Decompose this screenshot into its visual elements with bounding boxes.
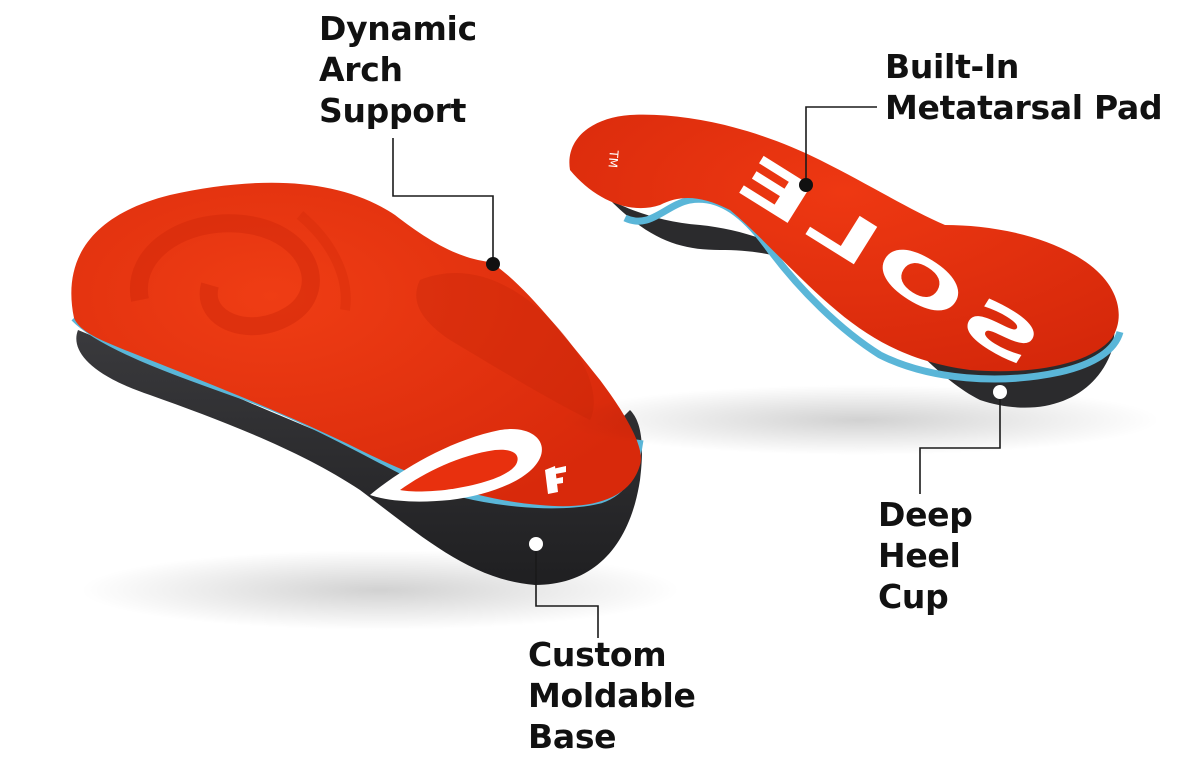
trademark-mark: TM xyxy=(605,149,621,169)
callout-heel-cup-line-3: Cup xyxy=(878,577,949,616)
leader-metatarsal-pad xyxy=(805,106,877,183)
right-insole-foam-edge xyxy=(623,195,1124,383)
callout-moldable-base-line-3: Base xyxy=(528,717,617,756)
callout-arch-support-line-2: Arch xyxy=(319,50,403,89)
left-insole-arch-shading xyxy=(416,273,594,420)
callout-dots xyxy=(486,178,1007,551)
dot-arch-support xyxy=(486,257,500,271)
callout-arch-support-line-1: Dynamic xyxy=(319,9,477,48)
dot-moldable-base xyxy=(529,537,543,551)
right-insole-base xyxy=(610,200,1115,408)
right-insole: SOLE TM xyxy=(560,114,1160,455)
callout-metatarsal-pad-line-1: Built-In xyxy=(885,47,1020,86)
callout-metatarsal-pad-line-2: Metatarsal Pad xyxy=(885,88,1163,127)
left-insole-swirl xyxy=(129,214,320,336)
callout-heel-cup-line-1: Deep xyxy=(878,495,973,534)
left-insole-top xyxy=(71,182,641,507)
dot-metatarsal-pad xyxy=(799,178,813,192)
callout-leaders xyxy=(392,106,1001,638)
leader-arch-support xyxy=(392,138,494,262)
callout-moldable-base-line-2: Moldable xyxy=(528,676,696,715)
left-insole-base xyxy=(76,330,642,585)
left-insole xyxy=(71,182,680,630)
left-heel-logo xyxy=(370,429,566,502)
callout-metatarsal-pad: Built-In Metatarsal Pad xyxy=(885,46,1163,128)
right-insole-top xyxy=(569,114,1119,372)
leader-heel-cup xyxy=(919,394,1001,494)
dot-heel-cup xyxy=(993,385,1007,399)
callout-arch-support: Dynamic Arch Support xyxy=(319,8,477,131)
callout-heel-cup-line-2: Heel xyxy=(878,536,961,575)
callout-arch-support-line-3: Support xyxy=(319,91,467,130)
leader-moldable-base xyxy=(535,546,599,638)
callout-moldable-base-line-1: Custom xyxy=(528,635,667,674)
callout-moldable-base: Custom Moldable Base xyxy=(528,634,696,757)
callout-heel-cup: Deep Heel Cup xyxy=(878,494,973,617)
